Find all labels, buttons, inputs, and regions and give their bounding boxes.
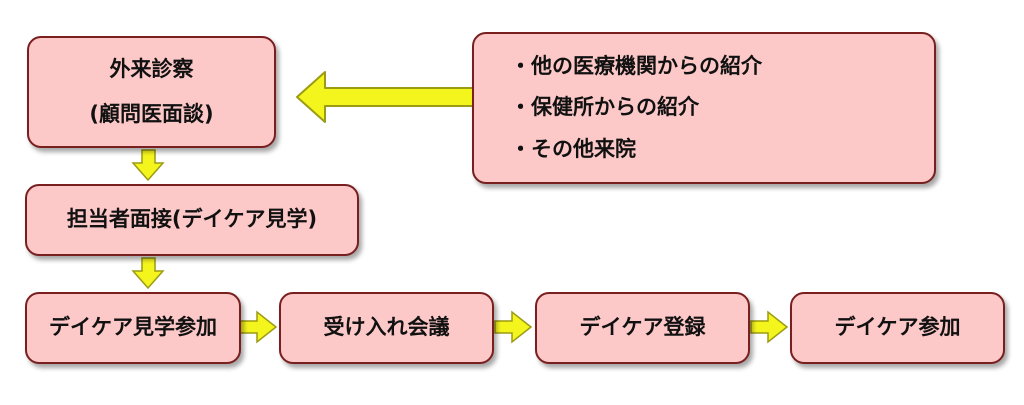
tour-participation-label: デイケア見学参加 — [49, 315, 217, 340]
arrow-right-1 — [239, 310, 278, 344]
interview-box: 担当者面接(デイケア見学) — [25, 184, 359, 256]
arrow-right-2 — [494, 310, 533, 344]
arrow-right-3 — [750, 310, 789, 344]
arrow-down-2 — [131, 257, 165, 290]
referral-item: ・他の医療機関からの紹介 — [510, 54, 762, 79]
arrow-down-1 — [131, 149, 165, 182]
registration-label: デイケア登録 — [579, 315, 706, 340]
outpatient-subtitle: (顧問医面談) — [89, 102, 214, 126]
referral-item: ・保健所からの紹介 — [510, 95, 699, 120]
outpatient-box: 外来診察 (顧問医面談) — [27, 36, 276, 148]
referral-item: ・その他来院 — [510, 136, 636, 161]
interview-label: 担当者面接(デイケア見学) — [66, 207, 318, 232]
registration-box: デイケア登録 — [535, 292, 750, 364]
acceptance-meeting-label: 受け入れ会議 — [323, 315, 450, 340]
referrals-box: ・他の医療機関からの紹介 ・保健所からの紹介 ・その他来院 — [472, 32, 936, 184]
acceptance-meeting-box: 受け入れ会議 — [279, 292, 494, 364]
arrow-left-referrals — [296, 71, 475, 123]
outpatient-title: 外来診察 — [109, 56, 194, 81]
tour-participation-box: デイケア見学参加 — [25, 292, 241, 364]
participation-label: デイケア参加 — [834, 315, 961, 340]
participation-box: デイケア参加 — [790, 292, 1005, 364]
